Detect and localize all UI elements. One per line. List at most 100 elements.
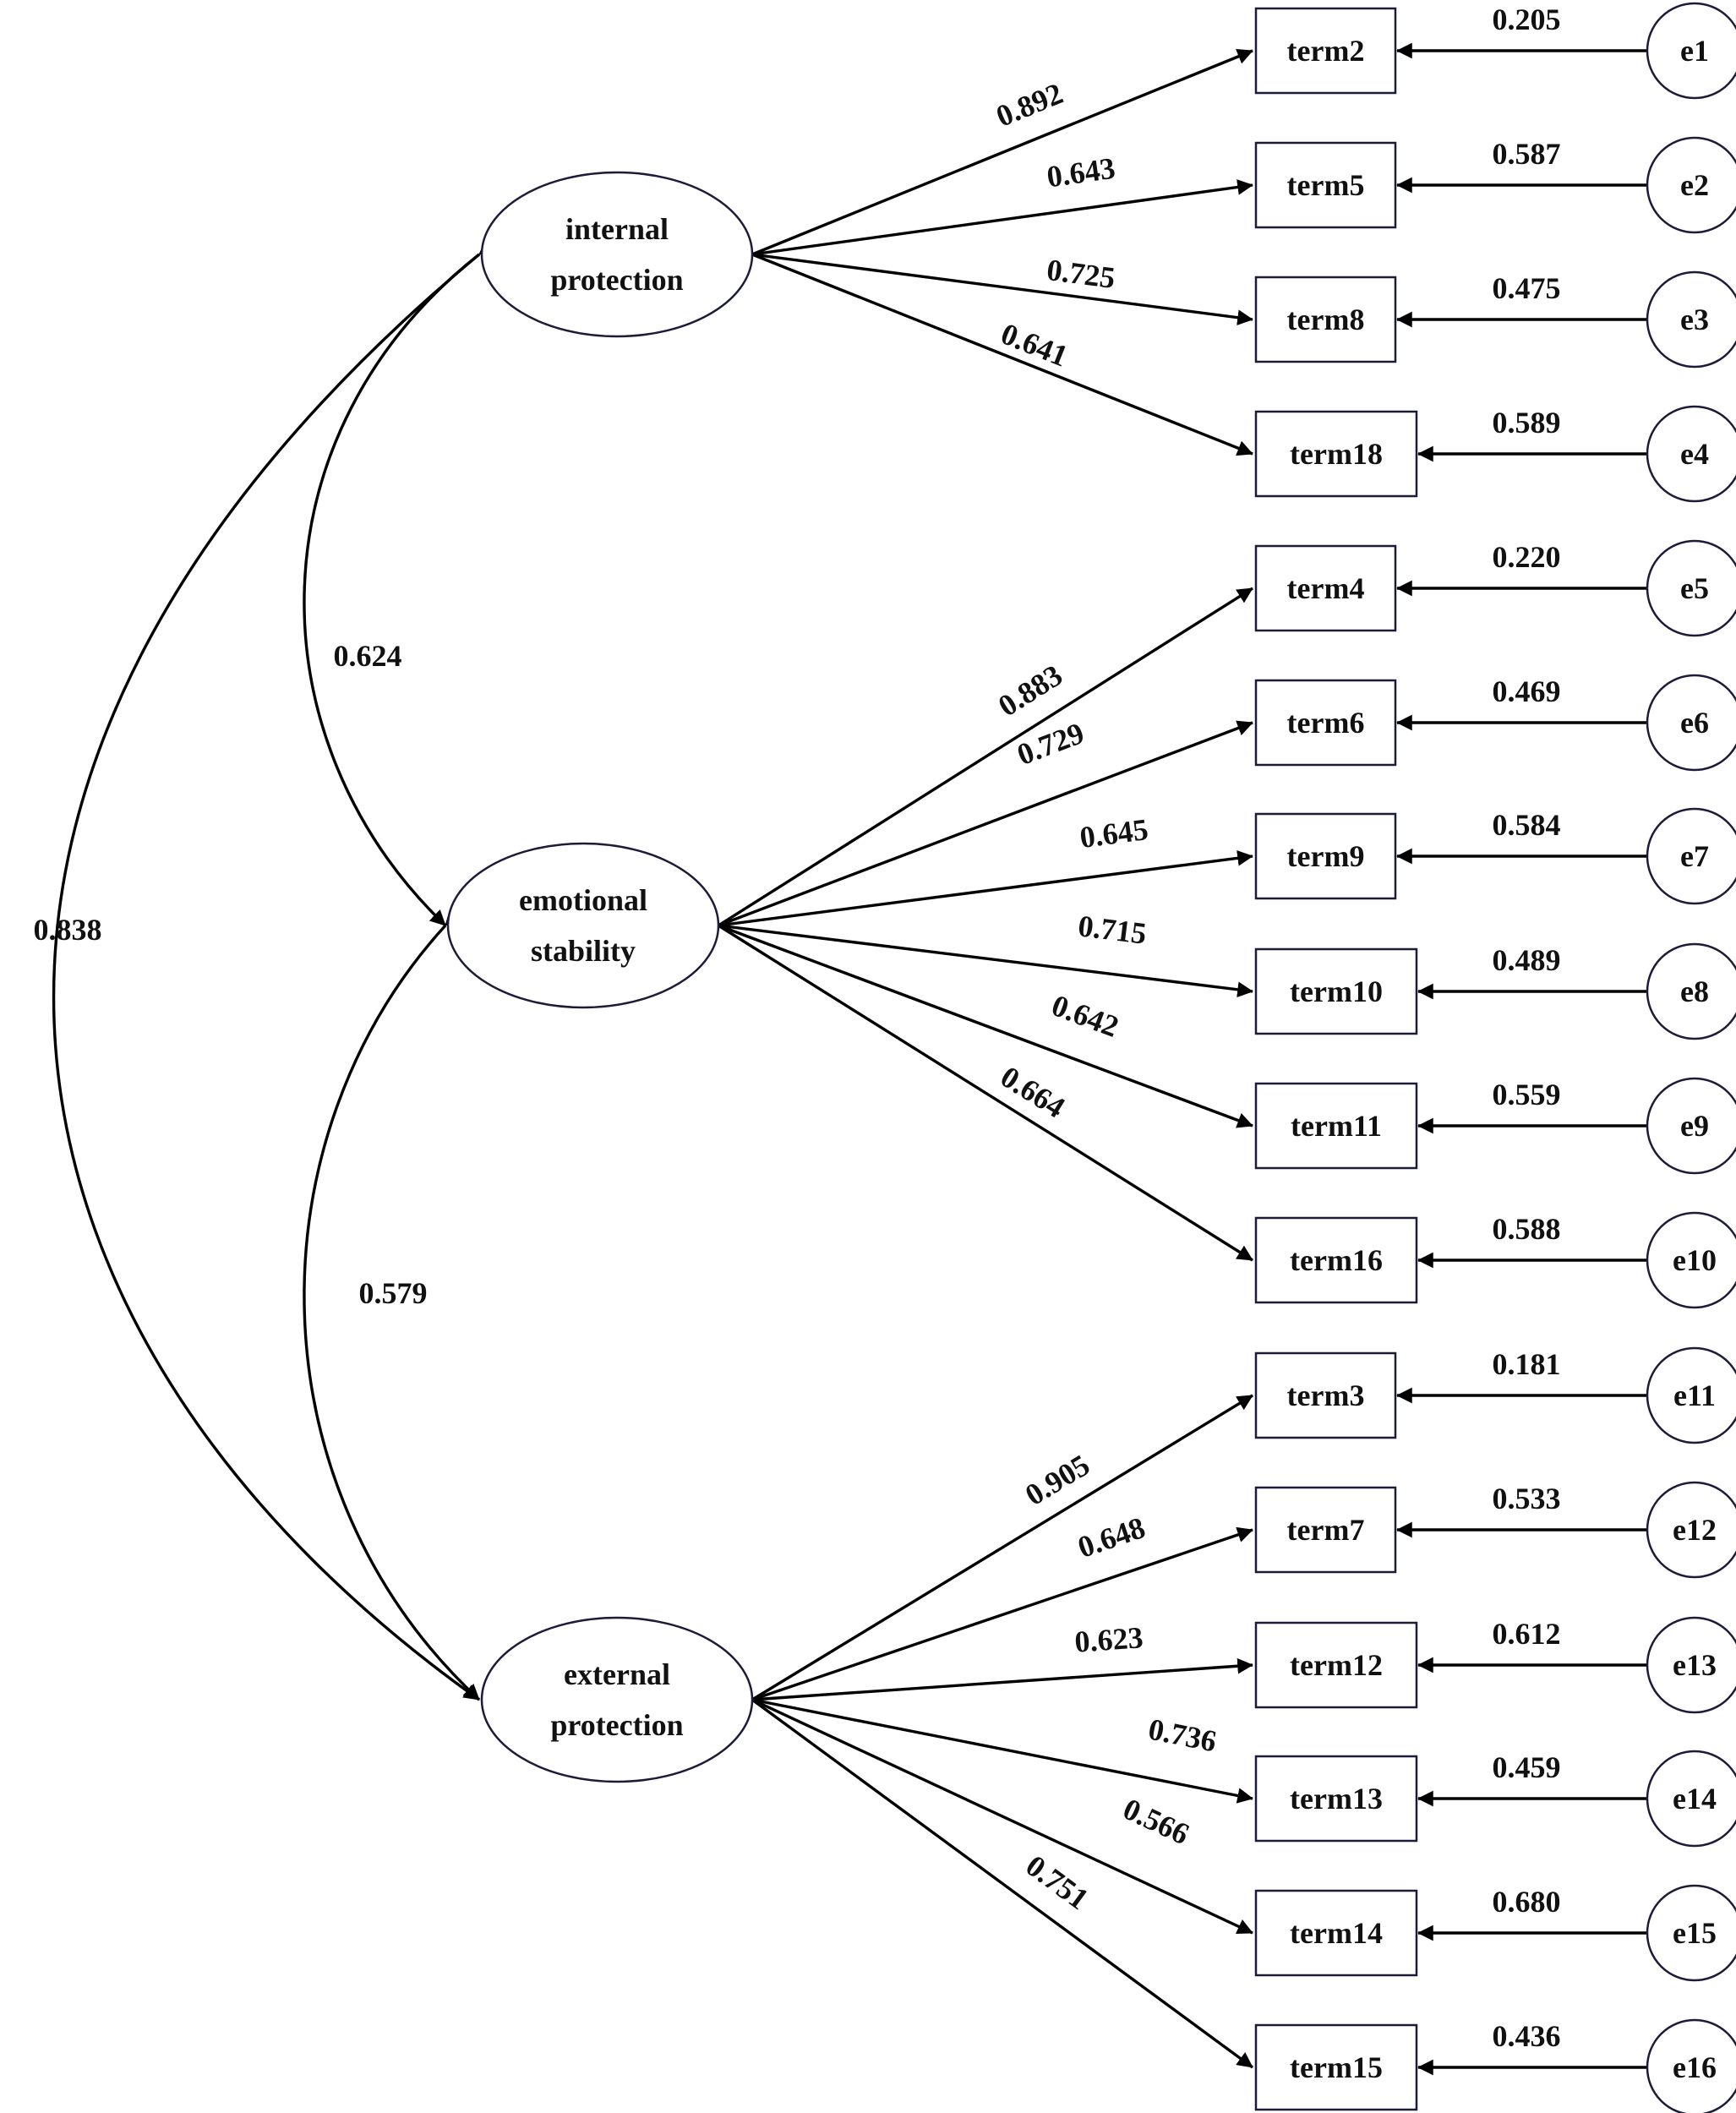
- indicator-box-term11: [1254, 1082, 1418, 1170]
- error-value-e1: 0.205: [1493, 3, 1561, 36]
- indicator-box-term5: [1254, 141, 1397, 229]
- latent-ellipse-internal: [480, 171, 754, 338]
- indicator-term3: term3: [1254, 1351, 1397, 1439]
- indicator-label-term11: term11: [1291, 1109, 1382, 1143]
- error-circle-e12: [1646, 1481, 1736, 1579]
- error-label-e9: e9: [1680, 1109, 1709, 1143]
- indicator-box-term2: [1254, 7, 1397, 95]
- loading-path-term9: [718, 850, 1253, 927]
- error-e13: e13: [1646, 1616, 1736, 1714]
- error-circle-e16: [1646, 2018, 1736, 2113]
- indicator-label-term13: term13: [1290, 1782, 1383, 1815]
- loading-label-term12: 0.623: [1073, 1620, 1144, 1658]
- correlation-arc-internal-emotional: [303, 238, 496, 927]
- indicator-label-term10: term10: [1290, 975, 1383, 1008]
- error-value-e9: 0.559: [1493, 1078, 1561, 1111]
- loading-path-term15: [751, 1698, 1254, 2069]
- loading-path-term6: [718, 720, 1253, 927]
- correlation-label-emotional-external: 0.579: [359, 1276, 428, 1310]
- error-e7: e7: [1646, 807, 1736, 905]
- indicator-term13: term13: [1254, 1755, 1418, 1843]
- error-path-layer: [1396, 42, 1647, 2076]
- indicator-term8: term8: [1254, 276, 1397, 363]
- loading-path-term10: [718, 924, 1253, 998]
- loading-label-term11: 0.642: [1047, 988, 1123, 1044]
- indicator-label-term9: term9: [1287, 839, 1365, 873]
- error-label-e7: e7: [1680, 839, 1709, 873]
- latent-label-external-2: protection: [550, 1708, 683, 1742]
- error-label-e14: e14: [1673, 1782, 1717, 1815]
- error-circle-e11: [1646, 1346, 1736, 1444]
- indicator-box-term6: [1254, 679, 1397, 767]
- indicator-term14: term14: [1254, 1889, 1418, 1977]
- error-value-e15: 0.680: [1493, 1885, 1561, 1919]
- error-circle-e14: [1646, 1750, 1736, 1848]
- loading-path-term12: [751, 1657, 1253, 1701]
- correlation-layer: [52, 238, 496, 1701]
- indicator-box-term7: [1254, 1486, 1397, 1574]
- error-value-e12: 0.533: [1493, 1482, 1561, 1515]
- indicator-label-term7: term7: [1287, 1513, 1365, 1547]
- error-label-e8: e8: [1680, 975, 1709, 1008]
- indicator-label-term16: term16: [1290, 1243, 1383, 1277]
- indicator-label-term3: term3: [1287, 1379, 1365, 1412]
- loading-path-term18: [751, 253, 1253, 456]
- error-circle-e7: [1646, 807, 1736, 905]
- error-circle-e5: [1646, 539, 1736, 637]
- indicator-label-term8: term8: [1287, 303, 1365, 336]
- indicator-term5: term5: [1254, 141, 1397, 229]
- indicator-term18: term18: [1254, 410, 1418, 498]
- error-label-e10: e10: [1673, 1243, 1717, 1277]
- error-circle-e13: [1646, 1616, 1736, 1714]
- indicator-label-term15: term15: [1290, 2050, 1383, 2084]
- error-value-e8: 0.489: [1493, 943, 1561, 977]
- error-circle-e4: [1646, 405, 1736, 503]
- error-circle-e6: [1646, 674, 1736, 772]
- correlation-arc-internal-external: [52, 238, 496, 1701]
- indicator-box-term16: [1254, 1216, 1418, 1304]
- error-circle-e3: [1646, 270, 1736, 369]
- correlation-label-internal-emotional: 0.624: [334, 639, 402, 673]
- error-value-e2: 0.587: [1493, 137, 1561, 171]
- indicator-label-term12: term12: [1290, 1648, 1383, 1682]
- error-circle-e2: [1646, 136, 1736, 234]
- error-value-e7: 0.584: [1493, 808, 1561, 842]
- error-circle-e15: [1646, 1884, 1736, 1982]
- indicator-term4: term4: [1254, 544, 1397, 632]
- loading-path-term2: [751, 49, 1253, 256]
- latent-label-emotional-1: emotional: [519, 883, 647, 917]
- indicator-term16: term16: [1254, 1216, 1418, 1304]
- error-circle-e8: [1646, 942, 1736, 1040]
- correlation-arc-emotional-external: [303, 909, 481, 1701]
- error-label-e4: e4: [1680, 437, 1709, 471]
- error-circle-e1: [1646, 2, 1736, 100]
- error-value-e4: 0.589: [1493, 406, 1561, 440]
- error-e5: e5: [1646, 539, 1736, 637]
- loading-label-term3: 0.905: [1019, 1448, 1095, 1512]
- error-e8: e8: [1646, 942, 1736, 1040]
- error-value-e5: 0.220: [1493, 540, 1561, 574]
- error-label-e12: e12: [1673, 1513, 1717, 1547]
- latent-ellipse-external: [480, 1616, 754, 1783]
- error-e15: e15: [1646, 1884, 1736, 1982]
- indicator-term15: term15: [1254, 2023, 1418, 2111]
- indicator-label-term14: term14: [1290, 1916, 1383, 1950]
- loading-label-term18: 0.641: [996, 316, 1073, 373]
- indicator-term2: term2: [1254, 7, 1397, 95]
- error-label-e3: e3: [1680, 303, 1709, 336]
- error-value-e11: 0.181: [1493, 1347, 1561, 1381]
- loading-label-term16: 0.664: [995, 1060, 1071, 1125]
- error-e11: e11: [1646, 1346, 1736, 1444]
- indicator-term7: term7: [1254, 1486, 1397, 1574]
- error-e2: e2: [1646, 136, 1736, 234]
- loading-path-term13: [751, 1698, 1253, 1804]
- error-value-e16: 0.436: [1493, 2019, 1561, 2053]
- indicator-label-term18: term18: [1290, 437, 1383, 471]
- latent-label-internal-1: internal: [565, 212, 669, 246]
- indicator-term6: term6: [1254, 679, 1397, 767]
- indicator-label-term5: term5: [1287, 168, 1365, 202]
- latent-label-external-1: external: [564, 1657, 670, 1691]
